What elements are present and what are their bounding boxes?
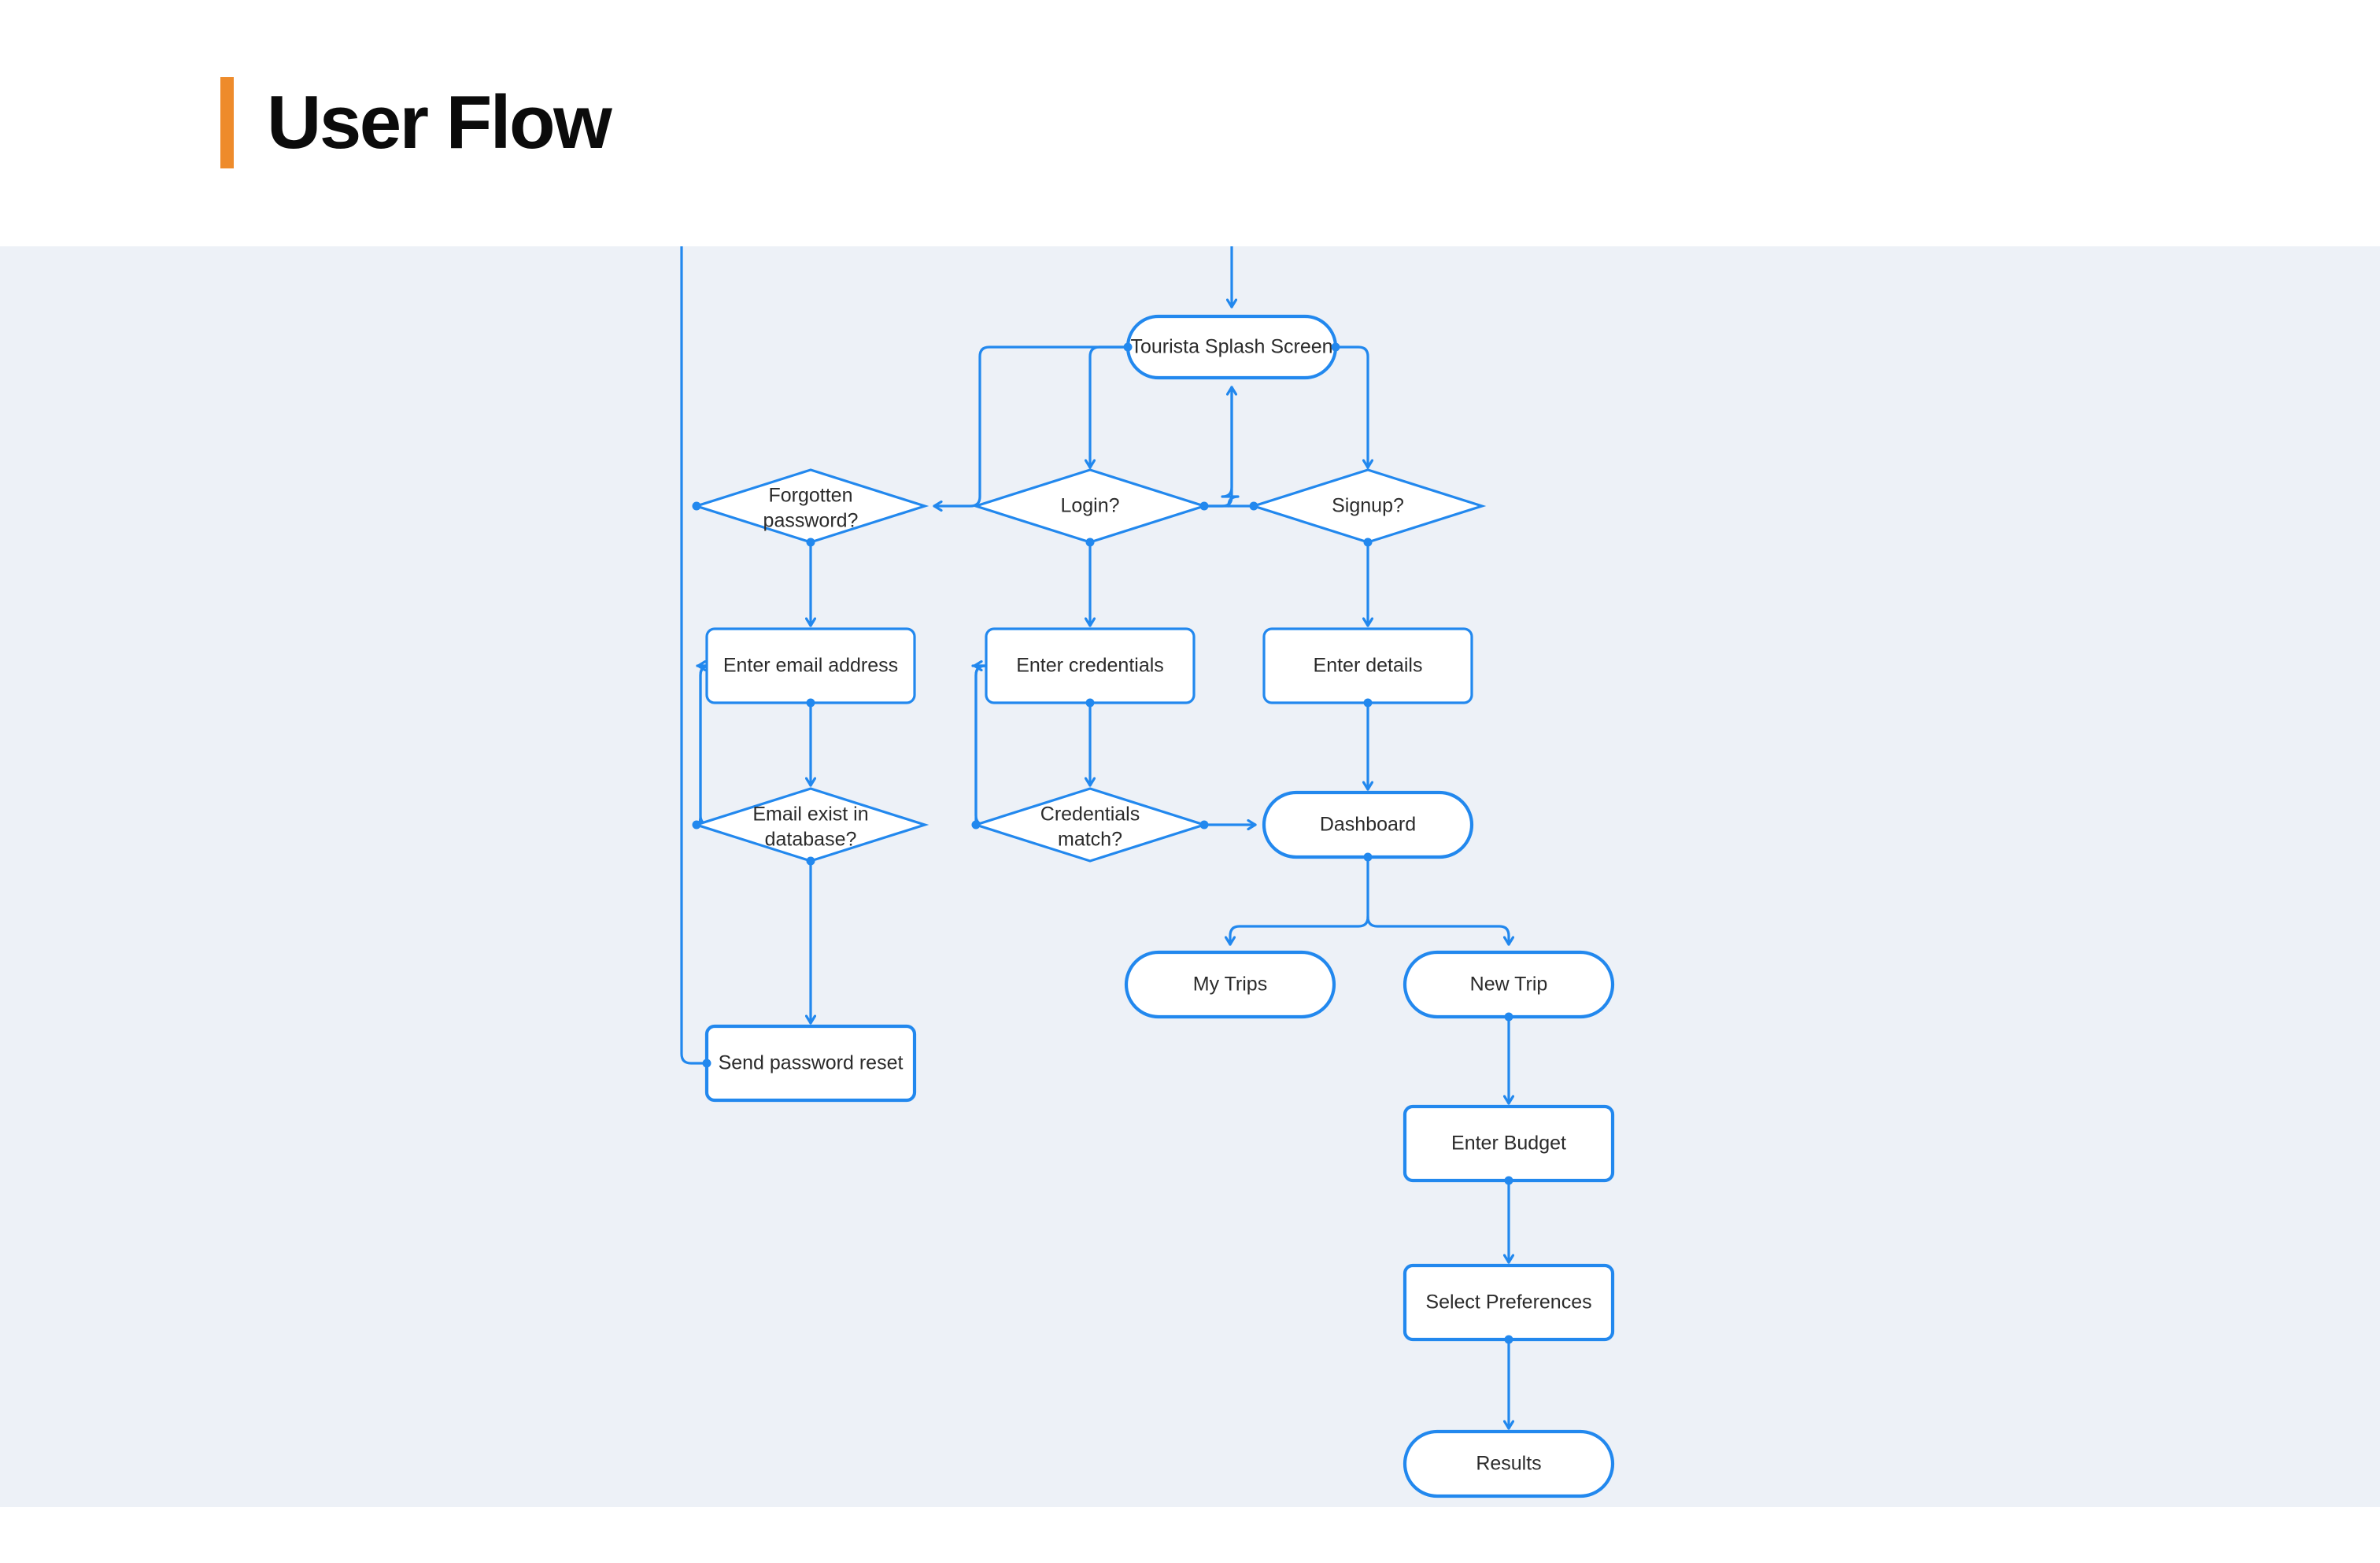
edge-dashboard-to-newtrip	[1366, 915, 1509, 946]
node-label-new-trip: New Trip	[1470, 974, 1548, 996]
port-dot	[1363, 852, 1373, 862]
node-enter-credentials[interactable]: Enter credentials	[985, 627, 1196, 708]
node-tourista-splash-screen[interactable]: Tourista Splash Screen	[1123, 314, 1340, 380]
node-label-emailexists-line2: database?	[765, 829, 857, 851]
edge-credsmatch-rail	[973, 666, 987, 826]
port-dot	[1331, 342, 1340, 352]
node-label-enter-email: Enter email address	[723, 655, 898, 677]
node-label-my-trips: My Trips	[1193, 974, 1267, 996]
port-dot	[692, 501, 701, 511]
node-signup[interactable]: Signup?	[1249, 468, 1487, 547]
node-label-enter-details: Enter details	[1314, 655, 1423, 677]
node-label-forgotten-line1: Forgotten	[768, 485, 852, 507]
flowchart-canvas[interactable]: Tourista Splash Screen Forgotten passwor…	[0, 246, 2380, 1507]
node-label-forgotten-line2: password?	[763, 510, 859, 532]
node-login[interactable]: Login?	[971, 468, 1209, 547]
title-block: User Flow	[220, 77, 612, 168]
port-dot	[1123, 342, 1133, 352]
node-credentials-match[interactable]: Credentials match?	[971, 787, 1209, 863]
port-dot	[806, 538, 815, 547]
node-label-splash: Tourista Splash Screen	[1130, 336, 1332, 358]
node-label-login: Login?	[1060, 495, 1119, 517]
node-label-credsmatch-line1: Credentials	[1040, 804, 1140, 826]
edge-dashboard-to-mytrips	[1230, 915, 1369, 946]
port-dot	[806, 856, 815, 866]
node-label-select-preferences: Select Preferences	[1425, 1291, 1591, 1314]
node-enter-details[interactable]: Enter details	[1262, 627, 1473, 708]
node-results[interactable]: Results	[1402, 1429, 1615, 1498]
title-accent-bar	[220, 77, 234, 168]
node-forgotten-password[interactable]: Forgotten password?	[692, 468, 929, 547]
edge-login-riser-to-splash	[1221, 386, 1240, 508]
node-send-password-reset[interactable]: Send password reset	[702, 1024, 917, 1103]
node-my-trips[interactable]: My Trips	[1124, 950, 1336, 1019]
node-select-preferences[interactable]: Select Preferences	[1402, 1263, 1615, 1344]
node-label-results: Results	[1476, 1453, 1541, 1475]
edge-login-junction	[1203, 386, 1233, 508]
port-dot	[1199, 501, 1209, 511]
page-title: User Flow	[267, 80, 612, 164]
edge-reset-to-splash	[680, 246, 1232, 1065]
port-dot	[1504, 1335, 1513, 1344]
port-dot	[702, 1059, 711, 1068]
port-dot	[1085, 538, 1095, 547]
page-header: User Flow	[0, 0, 2380, 246]
flowchart-svg: Tourista Splash Screen Forgotten passwor…	[680, 246, 1615, 1498]
node-layer: Tourista Splash Screen Forgotten passwor…	[692, 314, 1615, 1498]
port-dot	[1085, 698, 1095, 708]
port-dot	[1199, 820, 1209, 830]
edge-splash-to-signup	[1334, 345, 1368, 469]
port-dot	[1249, 501, 1258, 511]
node-enter-budget[interactable]: Enter Budget	[1402, 1104, 1615, 1185]
node-label-enter-credentials: Enter credentials	[1016, 655, 1164, 677]
node-label-emailexists-line1: Email exist in	[752, 804, 868, 826]
port-dot	[1363, 698, 1373, 708]
port-dot	[692, 820, 701, 830]
port-dot	[1504, 1176, 1513, 1185]
port-dot	[971, 820, 981, 830]
node-email-exist-in-database[interactable]: Email exist in database?	[692, 787, 929, 866]
port-dot	[806, 698, 815, 708]
node-label-signup: Signup?	[1332, 495, 1404, 517]
node-label-credsmatch-line2: match?	[1058, 829, 1122, 851]
edge-splash-to-login	[1090, 345, 1129, 469]
node-new-trip[interactable]: New Trip	[1402, 950, 1615, 1022]
node-label-dashboard: Dashboard	[1320, 814, 1416, 836]
footer-band	[0, 1507, 2380, 1563]
node-dashboard[interactable]: Dashboard	[1262, 790, 1474, 862]
node-enter-email-address[interactable]: Enter email address	[705, 627, 916, 708]
port-dot	[1504, 1012, 1513, 1022]
node-label-send-password-reset: Send password reset	[719, 1052, 904, 1074]
node-label-enter-budget: Enter Budget	[1451, 1133, 1566, 1155]
port-dot	[1363, 538, 1373, 547]
